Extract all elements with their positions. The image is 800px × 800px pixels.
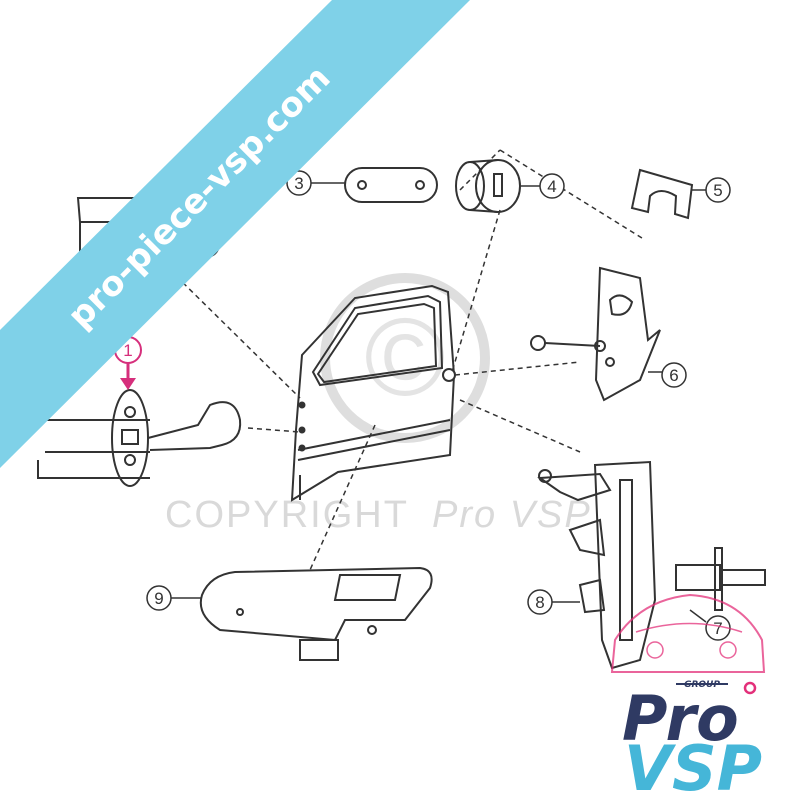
car-outline-icon	[610, 593, 766, 673]
svg-text:4: 4	[547, 177, 556, 196]
logo-vsp: VSP	[624, 732, 762, 800]
callout-4: 4	[520, 173, 565, 199]
part-3-plate	[344, 167, 438, 203]
svg-text:5: 5	[713, 181, 722, 200]
door-panel	[290, 284, 456, 502]
svg-text:6: 6	[669, 366, 678, 385]
watermark: © COPYRIGHT Pro VSP	[165, 273, 592, 536]
provsp-logo: GROUP Pro VSP	[610, 593, 766, 800]
part-8-latch-assembly	[537, 460, 766, 670]
watermark-brand: Pro VSP	[432, 494, 592, 536]
part-9-inner-handle	[199, 566, 433, 661]
svg-text:1: 1	[123, 341, 132, 360]
svg-text:8: 8	[535, 593, 544, 612]
callout-5: 5	[692, 177, 731, 203]
svg-text:3: 3	[294, 174, 303, 193]
watermark-text: COPYRIGHT	[165, 494, 409, 536]
logo-dot-icon	[743, 681, 757, 695]
logo-pro: Pro	[622, 682, 739, 755]
part-1-check-strap	[37, 389, 242, 487]
part-5-clip	[630, 168, 694, 220]
logo-group: GROUP	[684, 680, 720, 690]
svg-text:7: 7	[713, 619, 722, 638]
part-4-lock-cylinder	[455, 159, 521, 213]
svg-text:9: 9	[154, 589, 163, 608]
callout-6: 6	[648, 362, 687, 388]
callout-3: 3	[286, 170, 345, 196]
callout-8: 8	[527, 589, 580, 615]
part-6-lock	[530, 266, 661, 402]
watermark-symbol: ©	[364, 296, 445, 419]
callout-9: 9	[146, 585, 202, 611]
